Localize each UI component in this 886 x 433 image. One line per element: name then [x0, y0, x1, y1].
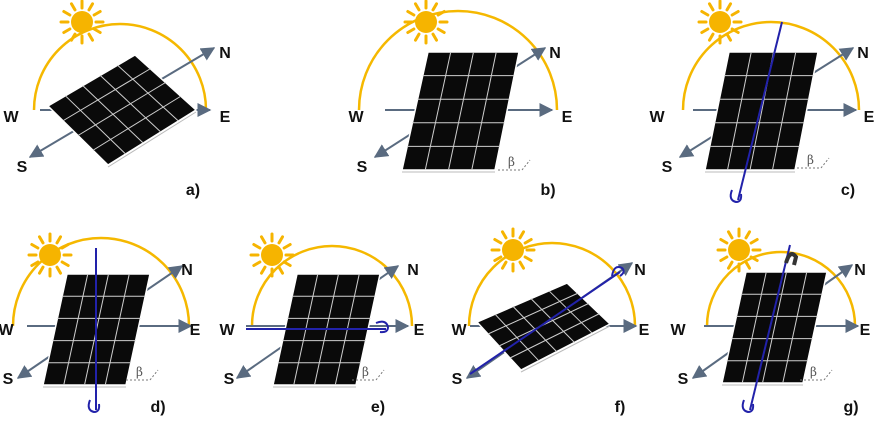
- rotation-axis: [749, 244, 791, 411]
- north-label: N: [181, 262, 193, 279]
- diagram-panel-f: N S W Ef): [451, 227, 650, 416]
- solar-panel: [401, 51, 520, 173]
- south-label: S: [17, 159, 28, 176]
- west-label: W: [3, 109, 19, 126]
- sun-icon: [697, 0, 743, 45]
- diagram-panel-e: β N S W Ee): [219, 232, 425, 416]
- south-label: S: [662, 159, 673, 176]
- east-label: E: [414, 322, 425, 339]
- panel-caption: b): [540, 182, 555, 199]
- solar-panel: [46, 54, 198, 168]
- east-label: E: [562, 109, 573, 126]
- tilt-angle-label: β: [807, 153, 814, 167]
- solar-panel: [721, 271, 828, 386]
- south-label: S: [452, 371, 463, 388]
- east-label: E: [220, 109, 231, 126]
- tilt-baseline: [823, 369, 833, 381]
- west-label: W: [451, 322, 467, 339]
- sun-icon: [249, 232, 295, 278]
- east-label: E: [190, 322, 201, 339]
- south-label: S: [3, 371, 14, 388]
- west-label: W: [0, 322, 14, 339]
- south-label: S: [678, 371, 689, 388]
- tilt-baseline: [375, 369, 385, 381]
- solar-panel: [704, 51, 819, 173]
- sun-icon: [716, 227, 762, 273]
- sun-icon: [403, 0, 449, 45]
- sun-icon: [490, 227, 536, 273]
- east-label: E: [860, 322, 871, 339]
- sun-path-arc: [357, 9, 559, 111]
- diagram-panel-a: N S W Ea): [3, 0, 231, 199]
- solar-panel: [475, 282, 612, 373]
- north-label: N: [634, 262, 646, 279]
- north-label: N: [219, 45, 231, 62]
- south-label: S: [357, 159, 368, 176]
- tilt-baseline: [149, 369, 159, 381]
- diagram-panel-g: β N S W Eg): [670, 227, 871, 416]
- tilt-angle-label: β: [810, 365, 817, 379]
- panel-caption: d): [150, 399, 165, 416]
- north-label: N: [857, 45, 869, 62]
- panel-caption: a): [186, 182, 200, 199]
- tilt-angle-label: β: [136, 365, 143, 379]
- west-label: W: [348, 109, 364, 126]
- west-label: W: [649, 109, 665, 126]
- rotation-axis: [737, 21, 783, 201]
- tilt-angle-label: β: [508, 155, 515, 169]
- east-label: E: [639, 322, 650, 339]
- panel-caption: f): [615, 399, 626, 416]
- north-label: N: [854, 262, 866, 279]
- diagram-panel-c: β N S W Ec): [649, 0, 875, 204]
- south-label: S: [224, 371, 235, 388]
- panel-caption: c): [841, 182, 855, 199]
- sun-icon: [27, 232, 73, 278]
- sun-icon: [59, 0, 105, 45]
- tilt-baseline: [820, 157, 830, 169]
- north-label: N: [407, 262, 419, 279]
- west-label: W: [219, 322, 235, 339]
- tilt-baseline: [521, 159, 531, 171]
- dual-rotation-arrow-icon: [784, 252, 799, 266]
- diagram-panel-b: β N S W Eb): [348, 0, 573, 199]
- diagram-panel-d: β N S W Ed): [0, 232, 201, 416]
- west-label: W: [670, 322, 686, 339]
- rotation-axis: [469, 271, 621, 375]
- tilt-angle-label: β: [362, 365, 369, 379]
- north-label: N: [549, 45, 561, 62]
- panel-caption: e): [371, 399, 385, 416]
- panel-caption: g): [843, 399, 858, 416]
- east-label: E: [864, 109, 875, 126]
